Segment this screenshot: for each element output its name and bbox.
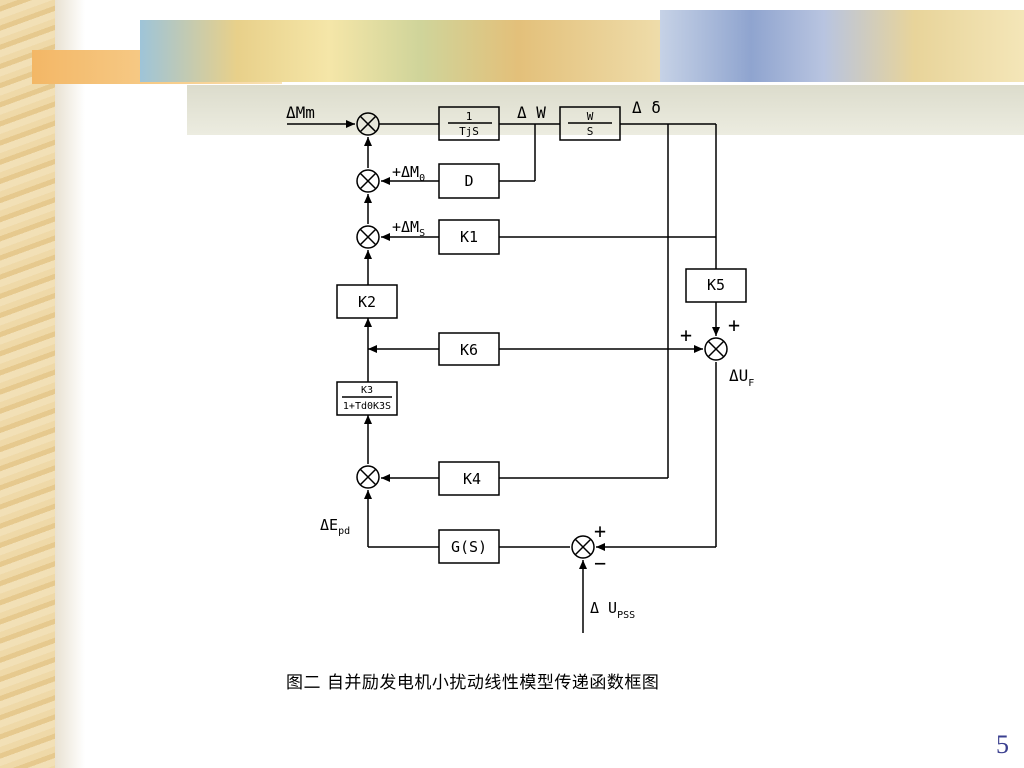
label-upss: Δ UPSS [590, 599, 635, 621]
block-k3-num: K3 [361, 385, 373, 396]
sum-junction-uf [704, 337, 728, 361]
sum-junction-pss [571, 535, 595, 559]
block-d-label: D [464, 172, 473, 190]
block-k2-label: K2 [358, 293, 376, 311]
label-uf: ΔUF [729, 366, 754, 389]
page-number: 5 [996, 730, 1009, 759]
label-ddelta: Δ δ [632, 98, 661, 117]
label-mm: ΔMm [286, 103, 315, 122]
decorative-photo-banner-right [660, 10, 1024, 82]
block-gs-label: G(S) [451, 538, 487, 556]
background-shade [55, 0, 85, 768]
decorative-photo-banner [140, 20, 680, 82]
figure-caption: 图二 自并励发电机小扰动线性模型传递函数框图 [286, 673, 660, 693]
block-k6-label: K6 [460, 341, 478, 359]
sum-junction-1 [356, 112, 380, 136]
sign-uf-k5: + [728, 313, 740, 337]
block-k3-den: 1+Td0K3S [343, 401, 391, 412]
label-ms: +ΔMS [392, 218, 425, 239]
decorative-gray-bar [187, 85, 1024, 135]
block-k1-label: K1 [460, 228, 478, 246]
sum-junction-2 [356, 169, 380, 193]
block-k4-label: K4 [463, 470, 481, 488]
block-tjs-den: TjS [459, 125, 479, 138]
sign-sum-top: + [594, 519, 606, 543]
sign-sum-bottom: − [594, 551, 606, 575]
block-ws-num: W [587, 110, 594, 123]
block-k5-label: K5 [707, 276, 725, 294]
label-dw: Δ W [517, 103, 546, 122]
background-texture-strip [0, 0, 55, 768]
label-m0: +ΔM0 [392, 163, 425, 184]
sign-uf-k6: + [680, 323, 692, 347]
sum-junction-epd [356, 465, 380, 489]
block-ws-den: S [587, 125, 594, 138]
block-tjs-num: 1 [466, 110, 473, 123]
sum-junction-3 [356, 225, 380, 249]
label-epd: ΔEpd [320, 516, 350, 537]
